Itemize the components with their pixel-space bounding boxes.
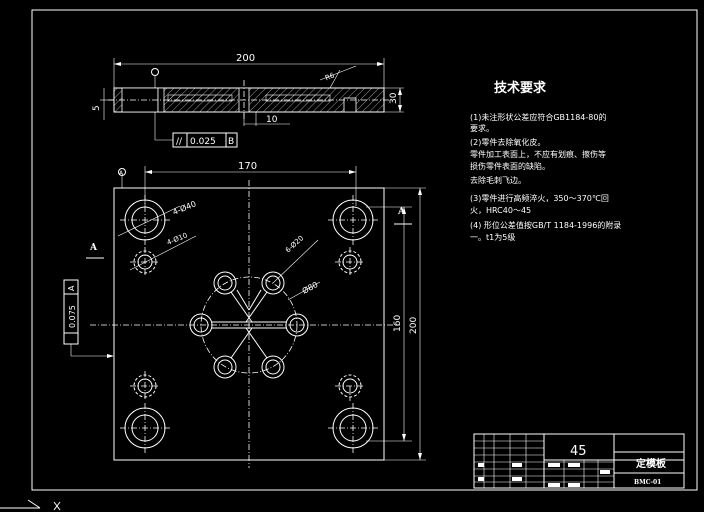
drawing-frame — [31, 9, 698, 491]
req-line-4: 零件加工表面上，不应有划痕、擦伤等 — [470, 149, 606, 159]
hole-large-label: 4-Ø40 — [171, 198, 197, 216]
section-left-dim: 5 — [92, 105, 102, 111]
small-holes — [130, 247, 365, 401]
req-line-5: 损伤零件表面的缺陷。 — [470, 161, 550, 171]
plan-inner-height-dim: 160 — [393, 315, 403, 332]
drawing-number: BMC-01 — [634, 479, 661, 486]
req-line-3: (2)零件去除氧化皮。 — [470, 137, 545, 147]
corner-holes — [120, 195, 378, 453]
technical-requirements: 技术要求 (1)未注形状公差应符合GB1184-80的 要求。 (2)零件去除氧… — [470, 80, 621, 242]
req-line-8: 火，HRC40～45 — [470, 206, 531, 215]
section-view: 200 R6 30 — [92, 53, 404, 148]
section-width-dim: 200 — [236, 53, 255, 64]
ring-holes — [189, 271, 309, 379]
material-label: 45 — [570, 444, 587, 459]
hole-small-label: 4-Ø10 — [166, 231, 189, 246]
plan-view: A 170 — [63, 161, 426, 468]
req-line-10: 一。t1为5级 — [470, 232, 515, 242]
flatness-symbol: // — [176, 137, 183, 147]
section-mark-left: A — [89, 243, 98, 253]
req-line-2: 要求。 — [470, 123, 494, 133]
flatness-value: 0.025 — [190, 137, 216, 147]
req-line-1: (1)未注形状公差应符合GB1184-80的 — [470, 112, 606, 122]
section-mark-right: A — [397, 207, 406, 217]
section-thickness-dim: 30 — [389, 92, 399, 104]
flatness-datum: B — [228, 137, 234, 147]
title-block: 45 定模板 BMC-01 — [473, 433, 685, 489]
requirements-title: 技术要求 — [494, 80, 547, 96]
req-line-9: (4) 形位公差值按GB/T 1184-1996的附录 — [470, 220, 621, 230]
req-line-7: (3)零件进行高频淬火，350～370℃回 — [470, 193, 609, 203]
req-line-6: 去除毛刺飞边。 — [470, 175, 526, 185]
roughness-label: R6 — [324, 71, 336, 82]
plan-outer-height-dim: 200 — [409, 317, 419, 334]
plan-width-dim: 170 — [238, 161, 257, 172]
hole-ring-label: 6-Ø20 — [284, 234, 305, 254]
perp-datum: A — [67, 285, 76, 291]
datum-a-symbol: A — [119, 170, 124, 177]
section-step-dim: 10 — [266, 115, 278, 125]
ucs-icon — [0, 499, 61, 511]
part-name: 定模板 — [636, 457, 667, 470]
perp-value: 0.075 — [68, 305, 77, 328]
pcd-label: Ø80 — [300, 279, 319, 296]
